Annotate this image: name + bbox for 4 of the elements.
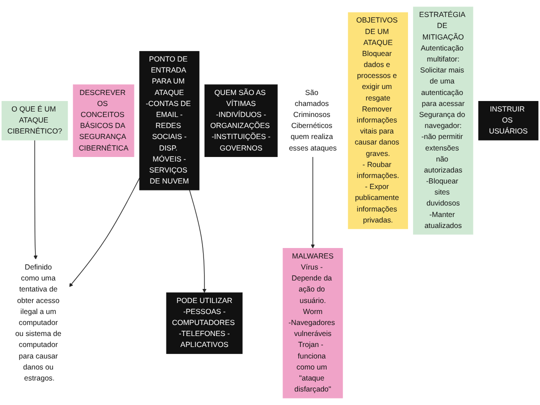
arrow xyxy=(68,178,140,288)
arrow xyxy=(310,156,315,248)
arrow xyxy=(34,140,38,260)
arrow xyxy=(189,190,206,293)
